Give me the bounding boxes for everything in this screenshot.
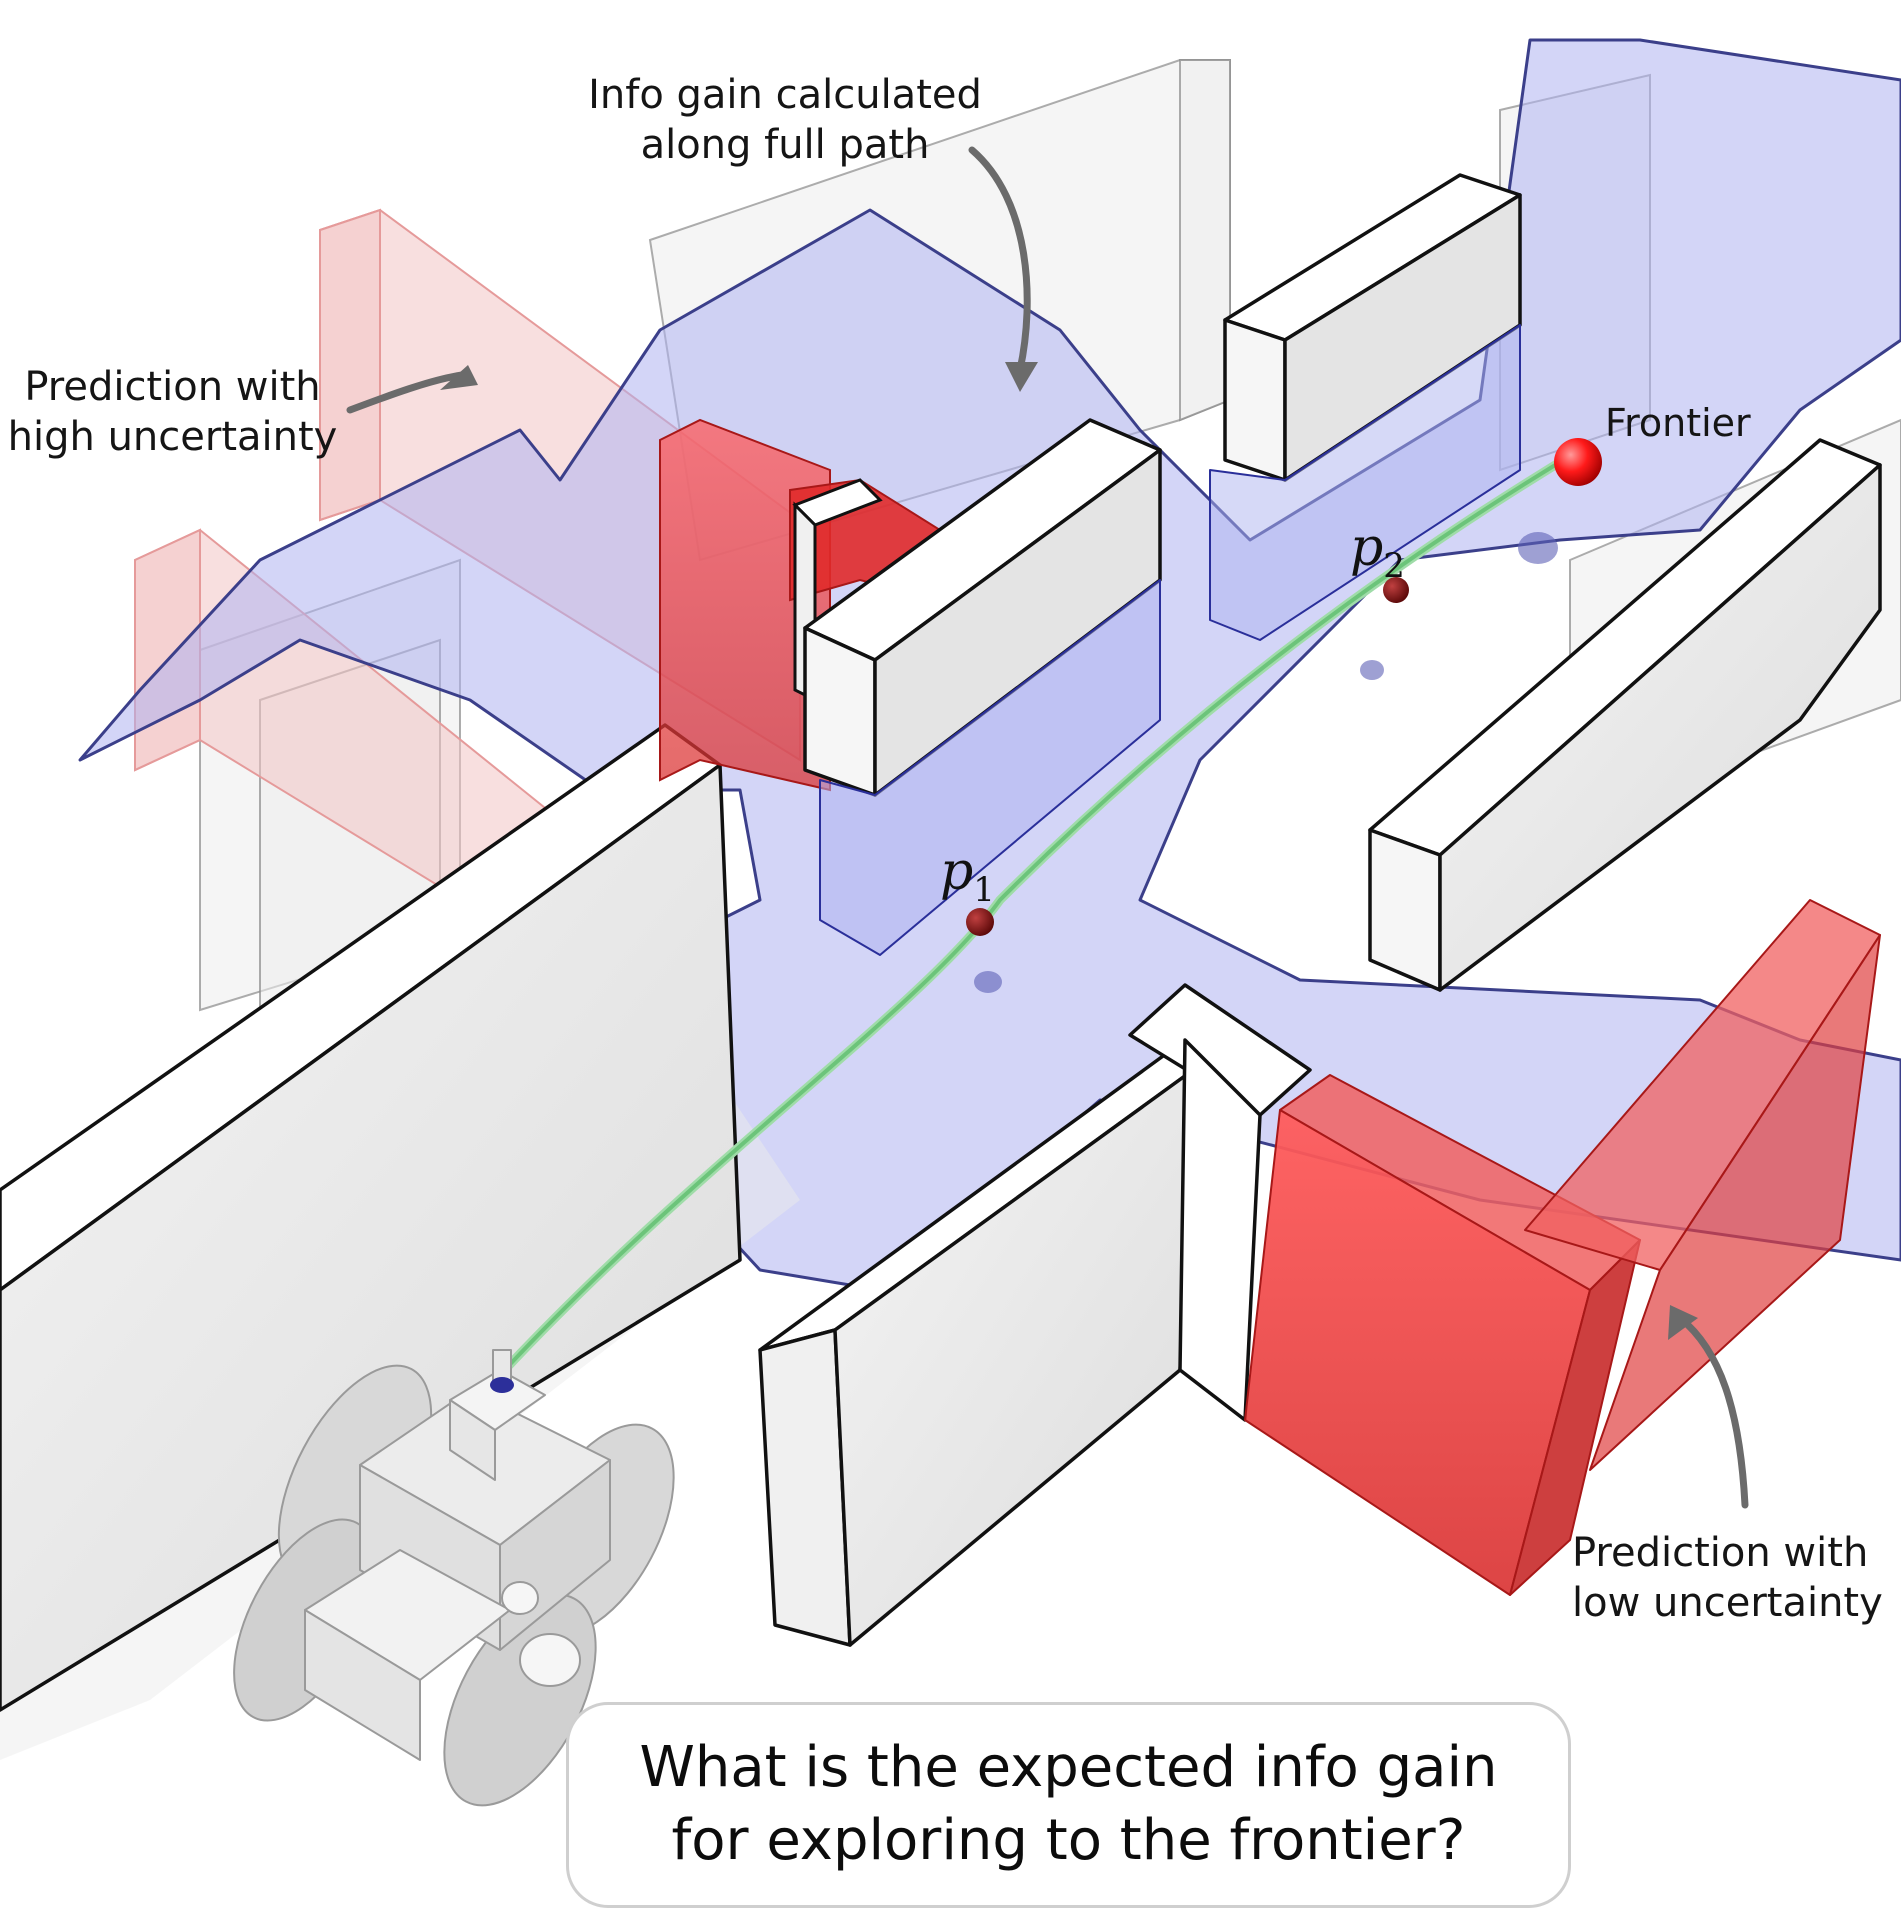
label-info-gain: Info gain calculated along full path [560,70,1010,170]
bottom-center-wall [758,983,1312,1647]
planned-path [495,445,1585,1380]
question-line1: What is the expected info gain [639,1735,1498,1801]
label-low-uncertainty: Prediction with low uncertainty [1572,1528,1901,1628]
label-info-gain-line1: Info gain calculated [588,72,982,118]
label-low-uncertainty-line2: low uncertainty [1572,1580,1883,1626]
waypoint-shadows [974,532,1558,993]
center-top-block [1209,173,1522,641]
label-p1: p1 [940,842,995,910]
question-text: What is the expected info gain for explo… [639,1732,1497,1878]
right-tall-block [1368,438,1882,992]
label-info-gain-line2: along full path [640,122,930,168]
label-p1-subscript: 1 [973,870,995,910]
label-p2: p2 [1350,518,1405,586]
frontier-marker [1554,438,1602,486]
label-frontier: Frontier [1605,401,1751,445]
label-p1-letter: p [940,842,974,902]
center-left-block [803,418,1162,956]
arrow-heads [440,362,1698,1340]
waypoint-p2 [1383,577,1409,603]
question-line2: for exploring to the frontier? [671,1808,1466,1873]
label-high-uncertainty-line1: Prediction with [24,364,321,410]
low-uncertainty-prediction [1244,899,1881,1596]
label-p2-subscript: 2 [1383,546,1405,586]
label-p2-letter: p [1350,518,1384,578]
label-high-uncertainty: Prediction with high uncertainty [0,362,345,462]
label-low-uncertainty-line1: Prediction with [1572,1530,1869,1576]
annotation-arrows [346,146,1749,1509]
robot [233,1349,675,1807]
label-high-uncertainty-line2: high uncertainty [7,414,338,460]
question-box: What is the expected info gain for explo… [566,1702,1571,1908]
waypoint-p1 [966,908,994,936]
